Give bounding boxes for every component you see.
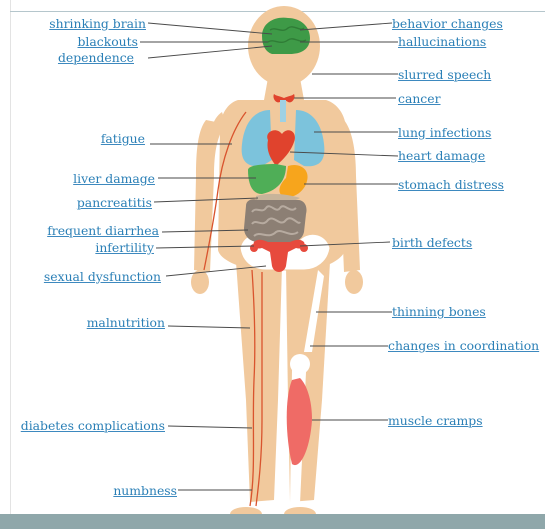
label-shrinking-brain: shrinking brain bbox=[49, 17, 146, 31]
label-fatigue: fatigue bbox=[101, 132, 145, 146]
leader-diabetes-complications bbox=[168, 426, 252, 428]
label-thinning-bones: thinning bones bbox=[392, 305, 486, 319]
label-dependence: dependence bbox=[58, 51, 134, 65]
leader-malnutrition bbox=[168, 326, 250, 328]
trachea bbox=[280, 100, 286, 122]
label-diabetes-complications: diabetes complications bbox=[21, 419, 165, 433]
label-lung-infections: lung infections bbox=[398, 126, 491, 140]
label-numbness: numbness bbox=[113, 484, 177, 498]
label-hallucinations: hallucinations bbox=[398, 35, 486, 49]
label-blackouts: blackouts bbox=[77, 35, 138, 49]
label-birth-defects: birth defects bbox=[392, 236, 472, 250]
label-cancer: cancer bbox=[398, 92, 441, 106]
brain bbox=[262, 18, 310, 54]
neck bbox=[264, 78, 304, 100]
left-leg bbox=[236, 262, 282, 502]
label-heart-damage: heart damage bbox=[398, 149, 485, 163]
label-malnutrition: malnutrition bbox=[87, 316, 165, 330]
label-liver-damage: liver damage bbox=[73, 172, 155, 186]
label-muscle-cramps: muscle cramps bbox=[388, 414, 483, 428]
right-hand bbox=[345, 270, 363, 294]
label-changes-in-coordination: changes in coordination bbox=[388, 339, 539, 353]
label-sexual-dysfunction: sexual dysfunction bbox=[44, 270, 161, 284]
reproductive-left bbox=[250, 244, 258, 252]
label-infertility: infertility bbox=[95, 241, 154, 255]
knee-bone bbox=[290, 354, 310, 374]
label-behavior-changes: behavior changes bbox=[392, 17, 503, 31]
label-stomach-distress: stomach distress bbox=[398, 178, 504, 192]
reproductive-right bbox=[300, 244, 308, 252]
label-slurred-speech: slurred speech bbox=[398, 68, 491, 82]
label-pancreatitis: pancreatitis bbox=[77, 196, 152, 210]
bottom-band bbox=[0, 514, 545, 529]
label-frequent-diarrhea: frequent diarrhea bbox=[47, 224, 159, 238]
